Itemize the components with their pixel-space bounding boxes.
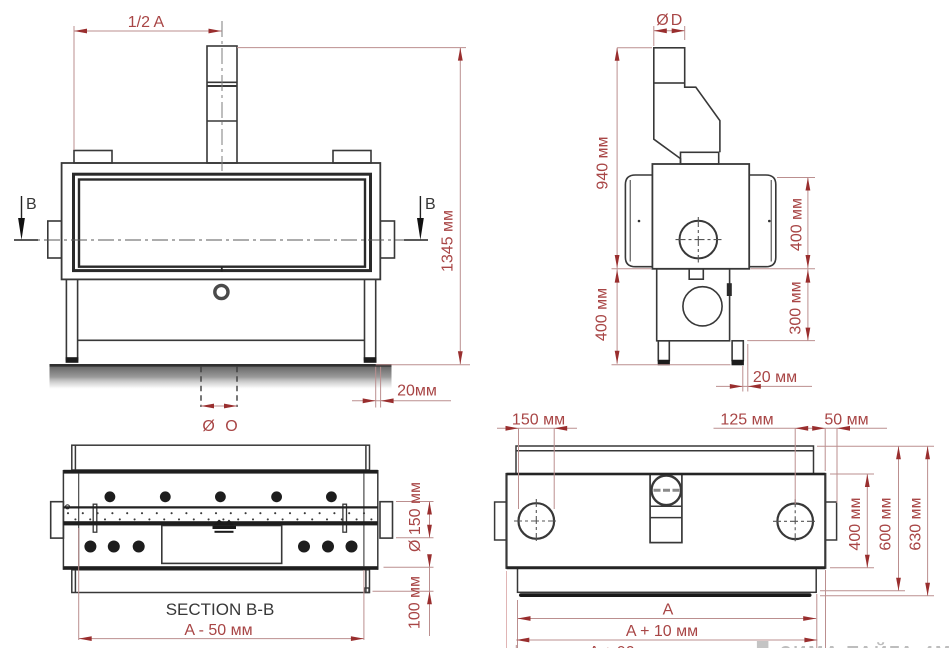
svg-text:600 мм: 600 мм bbox=[878, 497, 895, 550]
svg-text:A + 10 мм: A + 10 мм bbox=[626, 623, 698, 640]
svg-text:150 мм: 150 мм bbox=[512, 412, 565, 429]
svg-text:Ø: Ø bbox=[656, 12, 668, 29]
svg-text:Ø 150 мм: Ø 150 мм bbox=[407, 482, 424, 552]
svg-text:ЗИМА ТАЙГА-4М: ЗИМА ТАЙГА-4М bbox=[780, 642, 951, 648]
svg-text:A - 50 мм: A - 50 мм bbox=[184, 622, 252, 639]
svg-text:A: A bbox=[663, 602, 674, 619]
svg-text:20мм: 20мм bbox=[397, 383, 437, 400]
svg-text:400 мм: 400 мм bbox=[789, 198, 806, 251]
svg-text:Ø O: Ø O bbox=[202, 418, 240, 435]
svg-text:B: B bbox=[425, 196, 436, 213]
svg-text:50 мм: 50 мм bbox=[824, 412, 868, 429]
svg-text:100 мм: 100 мм bbox=[407, 576, 424, 629]
svg-text:1/2 A: 1/2 A bbox=[128, 14, 165, 31]
svg-text:B: B bbox=[26, 196, 37, 213]
svg-text:400 мм: 400 мм bbox=[594, 288, 611, 341]
svg-text:300 мм: 300 мм bbox=[787, 281, 804, 334]
svg-text:D: D bbox=[671, 12, 683, 29]
svg-text:20 мм: 20 мм bbox=[753, 369, 797, 386]
svg-text:630 мм: 630 мм bbox=[908, 497, 925, 550]
svg-text:400 мм: 400 мм bbox=[847, 497, 864, 550]
svg-text:SECTION B-B: SECTION B-B bbox=[166, 600, 275, 619]
svg-text:125 мм: 125 мм bbox=[720, 412, 773, 429]
svg-text:940 мм: 940 мм bbox=[595, 136, 612, 189]
svg-text:A + 90 мм: A + 90 мм bbox=[589, 644, 661, 648]
svg-text:1345 мм: 1345 мм bbox=[440, 210, 457, 272]
